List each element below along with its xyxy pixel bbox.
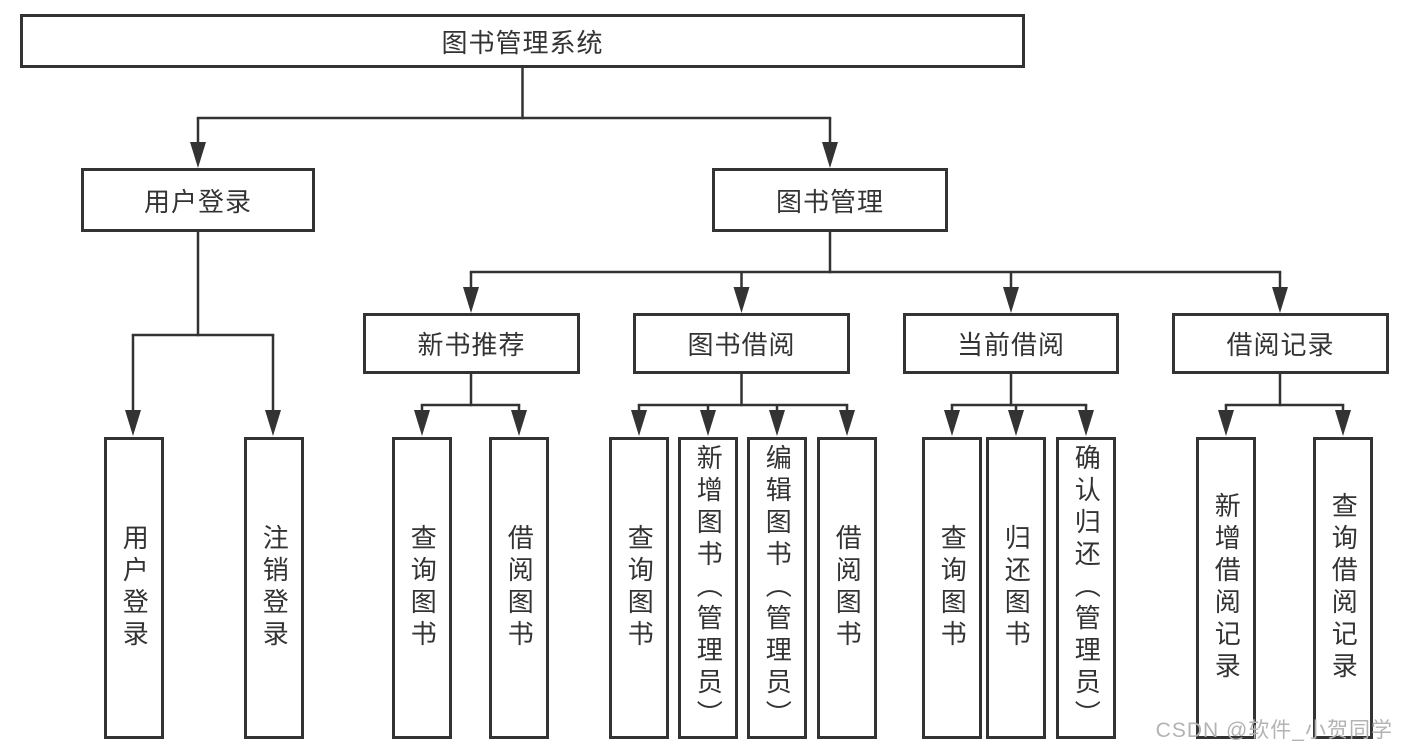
arrow-down-icon xyxy=(733,272,750,313)
leaf-label: 归还图书 xyxy=(1001,524,1032,652)
leaf-label: 借阅图书 xyxy=(832,524,863,652)
arrow-down-icon xyxy=(414,405,430,436)
arrow-down-icon xyxy=(944,405,960,436)
arrow-down-icon xyxy=(1008,405,1024,436)
leaf-return-books: 归还图书 xyxy=(986,437,1046,739)
leaf-edit-books-admin: 编辑图书（管理员） xyxy=(747,437,807,739)
arrow-down-icon xyxy=(1218,405,1234,436)
leaf-user-login: 用户登录 xyxy=(104,437,164,739)
arrow-down-icon xyxy=(700,405,716,436)
leaf-query-books-borrow: 查询图书 xyxy=(609,437,669,739)
leaf-label: 查询图书 xyxy=(407,524,438,652)
arrow-down-icon xyxy=(190,118,206,168)
leaf-label: 查询借阅记录 xyxy=(1328,492,1359,684)
arrow-down-icon xyxy=(463,272,479,313)
leaf-query-books-current: 查询图书 xyxy=(922,437,982,739)
leaf-add-books-admin: 新增图书（管理员） xyxy=(678,437,738,739)
leaf-confirm-return-admin: 确认归还（管理员） xyxy=(1056,437,1116,739)
arrow-down-icon xyxy=(1003,272,1019,313)
arrow-down-icon xyxy=(631,405,647,436)
arrow-down-icon xyxy=(511,405,527,436)
node-new-book-recommend: 新书推荐 xyxy=(363,313,580,374)
leaf-label: 新增借阅记录 xyxy=(1211,492,1242,684)
arrow-down-icon xyxy=(1272,272,1288,313)
leaf-label: 注销登录 xyxy=(259,524,290,652)
arrow-down-icon xyxy=(839,405,855,436)
leaf-label: 查询图书 xyxy=(937,524,968,652)
leaf-label: 借阅图书 xyxy=(504,524,535,652)
leaf-query-books-recommend: 查询图书 xyxy=(392,437,452,739)
leaf-borrow-books-recommend: 借阅图书 xyxy=(489,437,549,739)
node-borrowing-records: 借阅记录 xyxy=(1172,313,1389,374)
arrow-down-icon xyxy=(769,405,785,436)
node-book-management: 图书管理 xyxy=(712,168,948,232)
arrow-down-icon xyxy=(1335,405,1351,436)
arrow-down-icon xyxy=(125,335,141,436)
arrow-down-icon xyxy=(265,335,281,436)
leaf-label: 确认归还（管理员） xyxy=(1071,444,1102,732)
leaf-logout-login: 注销登录 xyxy=(244,437,304,739)
node-book-borrowing: 图书借阅 xyxy=(633,313,850,374)
arrow-down-icon xyxy=(822,118,838,168)
leaf-borrow-books: 借阅图书 xyxy=(817,437,877,739)
watermark: CSDN @软件_小贺同学 xyxy=(1155,719,1393,742)
node-current-borrowing: 当前借阅 xyxy=(903,313,1119,374)
node-root: 图书管理系统 xyxy=(20,14,1025,68)
leaf-add-borrow-record: 新增借阅记录 xyxy=(1196,437,1256,739)
leaf-label: 查询图书 xyxy=(624,524,655,652)
leaf-label: 编辑图书（管理员） xyxy=(762,444,793,732)
arrow-down-icon xyxy=(1078,405,1094,436)
node-user-login: 用户登录 xyxy=(81,168,315,232)
leaf-query-borrow-record: 查询借阅记录 xyxy=(1313,437,1373,739)
leaf-label: 用户登录 xyxy=(119,524,150,652)
leaf-label: 新增图书（管理员） xyxy=(693,444,724,732)
